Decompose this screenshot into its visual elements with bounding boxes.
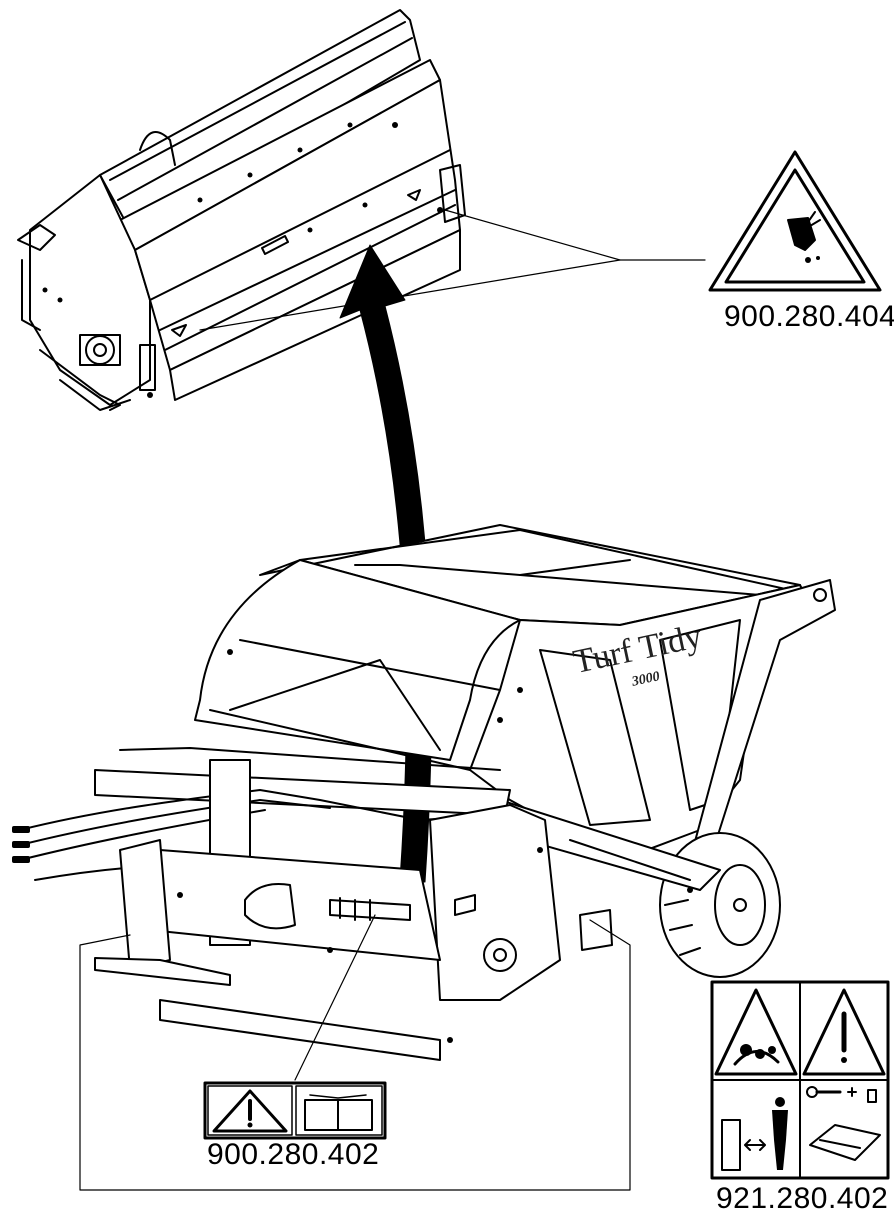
decal-code-four-panel: 921.280.402: [716, 1182, 889, 1215]
exclamation-warning-icon: [802, 988, 886, 1076]
leader-lines-top: [199, 209, 706, 331]
collector-machine: [12, 524, 836, 1061]
thrown-objects-icon: [714, 988, 798, 1076]
leader-lines-bottom: [79, 914, 631, 1191]
decal-hand-warning: [708, 150, 882, 292]
keep-distance-icon: [721, 1097, 788, 1171]
decal-four-panel: [710, 980, 890, 1180]
manual-book-icon: [304, 1094, 373, 1131]
decal-warning-manual: [203, 1081, 387, 1140]
decal-code-hand-warning: 900.280.404: [724, 300, 894, 333]
decal-code-warning-manual: 900.280.402: [207, 1138, 380, 1171]
remove-key-icon: [806, 1086, 881, 1161]
rotor-housing-detail: [17, 9, 466, 411]
hand-warning-icon: [787, 211, 821, 263]
exclamation-warning-icon: [212, 1089, 288, 1133]
